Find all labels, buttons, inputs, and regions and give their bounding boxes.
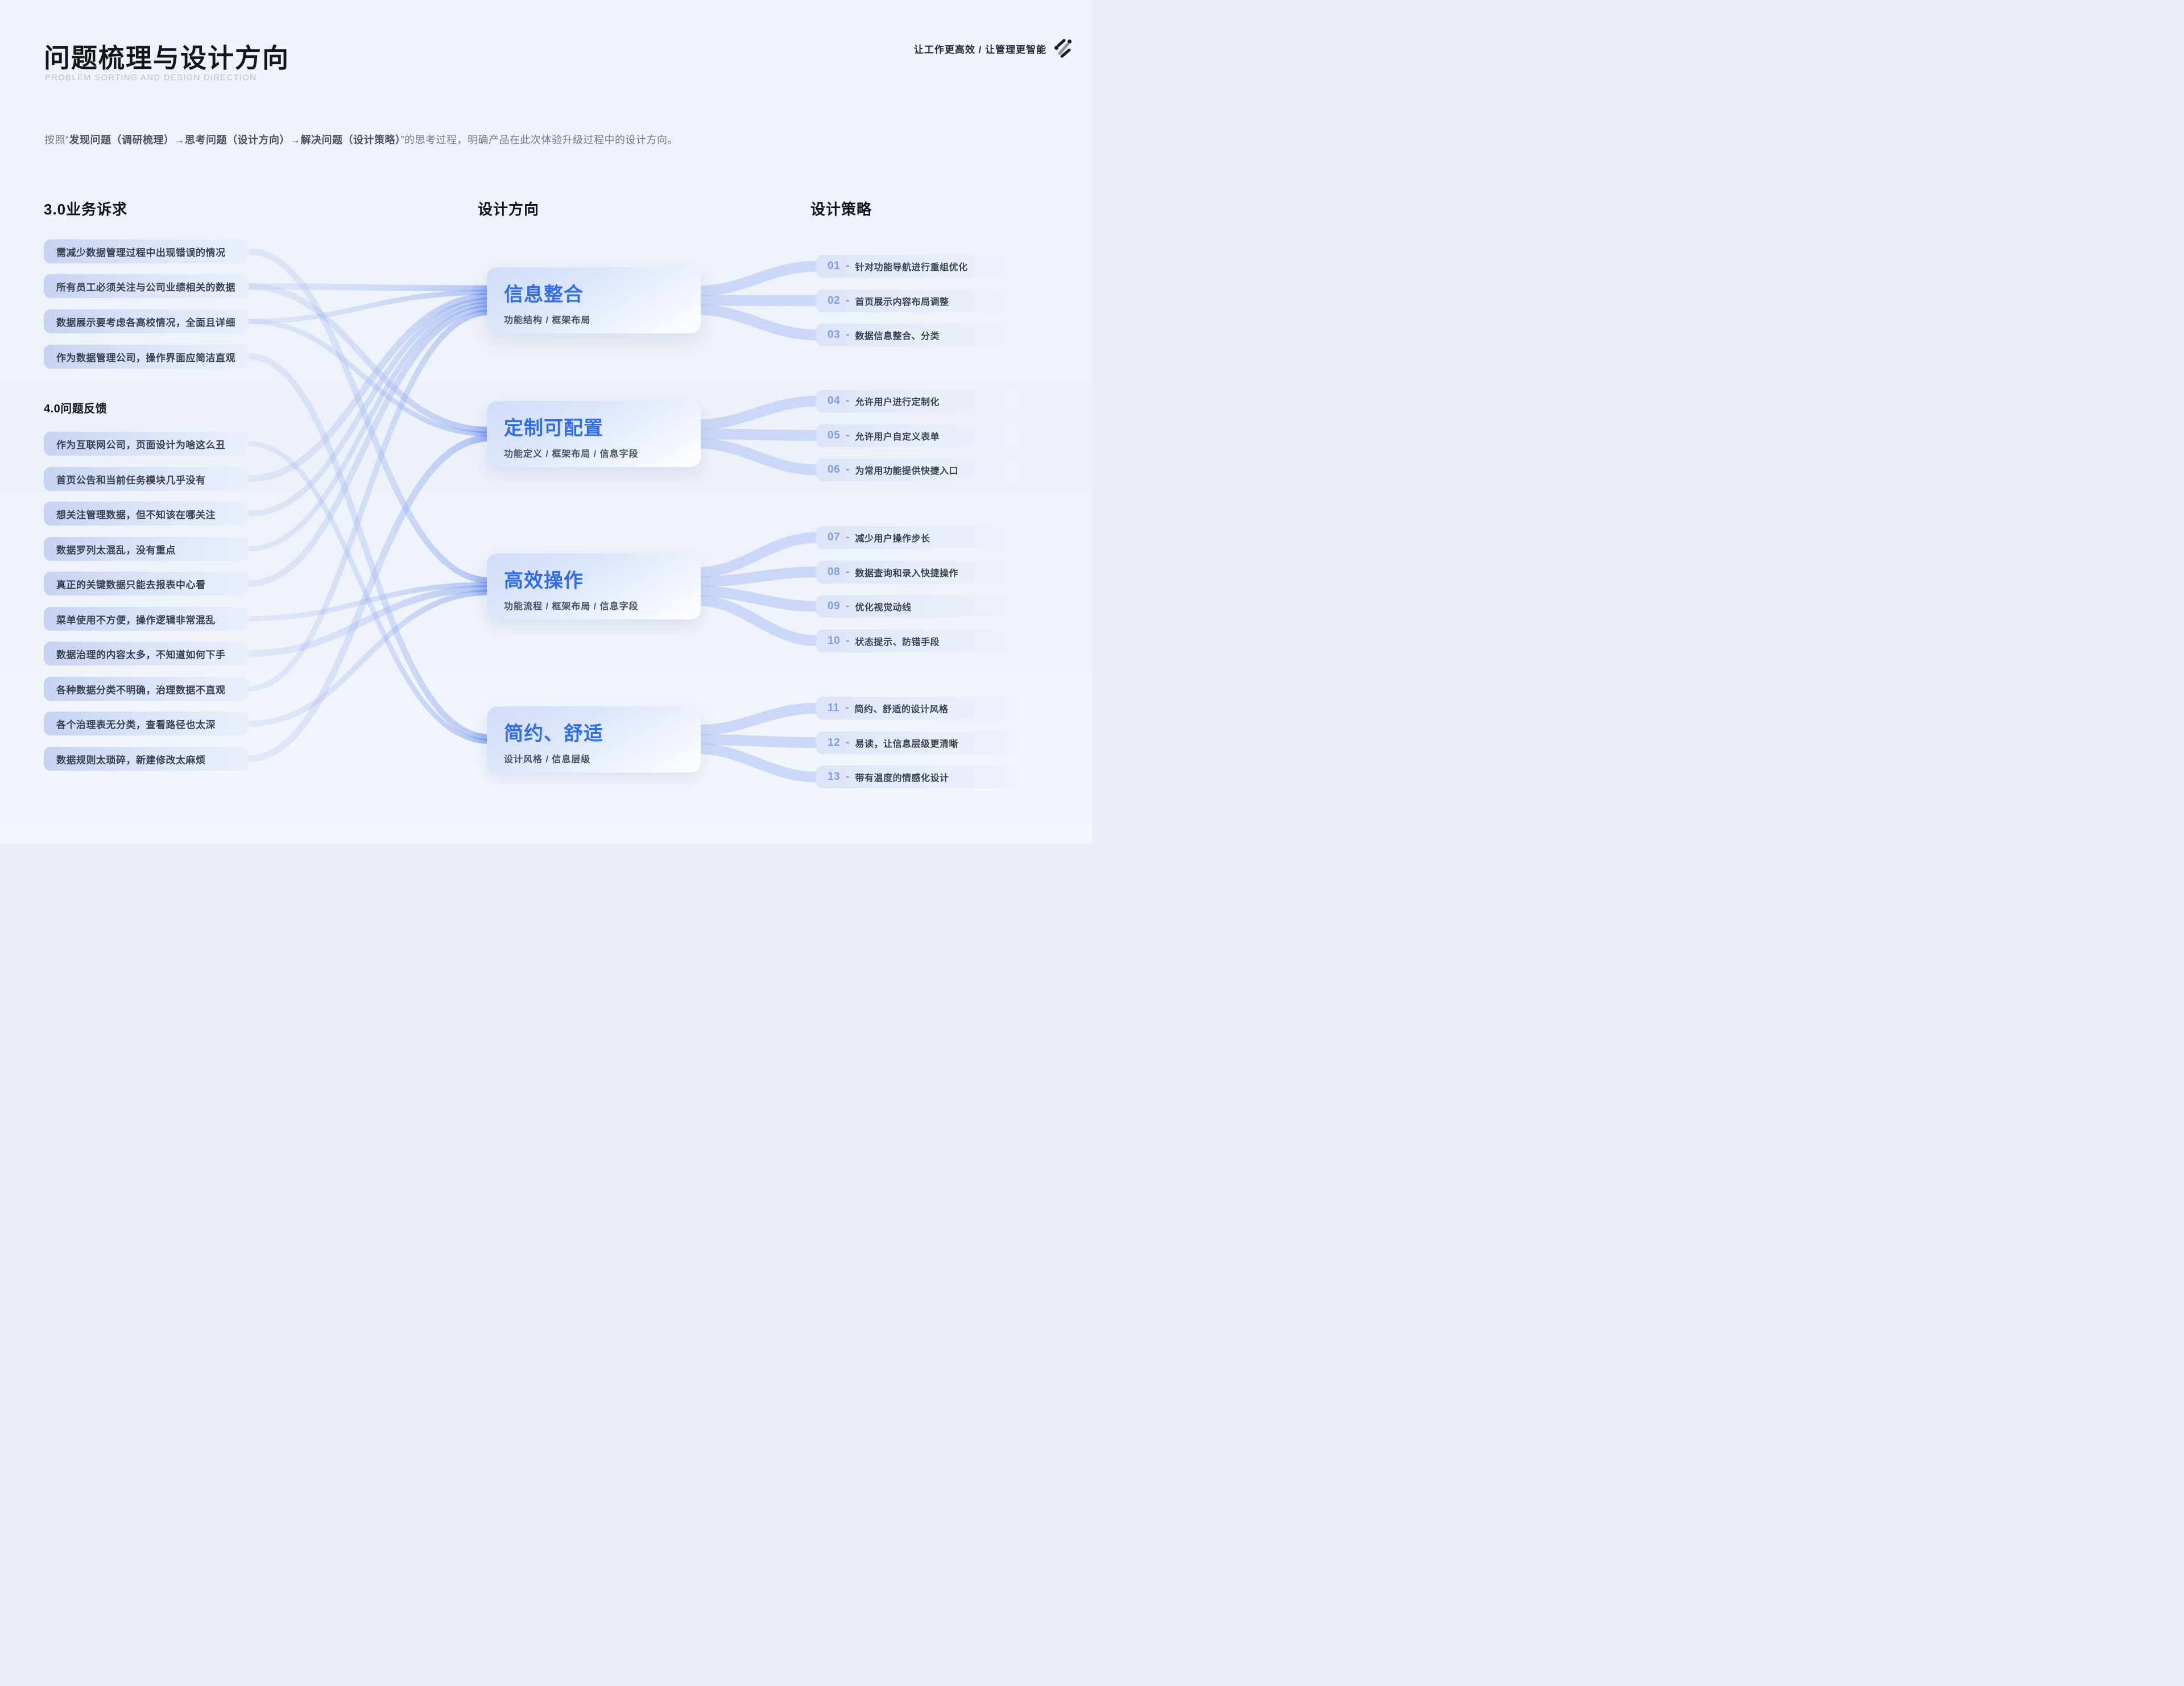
strategy-column-title: 设计策略 xyxy=(810,201,872,218)
direction-column-title: 设计方向 xyxy=(478,201,540,218)
strategy-item: 10-状态提示、防错手段 xyxy=(816,630,1019,652)
feedback-item: 数据规则太琐碎，新建修改太麻烦 xyxy=(44,747,249,771)
business-demand-item: 数据展示要考虑各高校情况，全面且详细 xyxy=(44,309,249,333)
business-demand-item: 作为数据管理公司，操作界面应简洁直观 xyxy=(44,345,249,369)
business-demand-item: 需减少数据管理过程中出现错误的情况 xyxy=(44,239,249,263)
dots-link-logo-icon xyxy=(1054,39,1072,58)
strategy-item: 05-允许用户自定义表单 xyxy=(816,424,1019,447)
intro-paragraph: 按照“发现问题（调研梳理）→思考问题（设计方向）→解决问题（设计策略）”的思考过… xyxy=(44,134,678,146)
business-demand-item: 所有员工必须关注与公司业绩相关的数据 xyxy=(44,274,249,298)
feedback-item: 真正的关键数据只能去报表中心看 xyxy=(44,572,249,596)
strategy-item: 01-针对功能导航进行重组优化 xyxy=(816,255,1019,278)
strategy-item: 06-为常用功能提供快捷入口 xyxy=(816,458,1019,481)
page-subtitle: PROBLEM SORTING AND DESIGN DIRECTION xyxy=(45,73,257,82)
feedback-section-title: 4.0问题反馈 xyxy=(44,403,107,415)
feedback-item: 各种数据分类不明确，治理数据不直观 xyxy=(44,677,249,701)
strategy-item: 02-首页展示内容布局调整 xyxy=(816,290,1019,312)
direction-card-customizable: 定制可配置 功能定义 / 框架布局 / 信息字段 xyxy=(487,401,701,467)
feedback-item: 各个治理表无分类，查看路径也太深 xyxy=(44,712,249,735)
strategy-item: 11-简约、舒适的设计风格 xyxy=(816,697,1019,720)
feedback-item: 作为互联网公司，页面设计为啥这么丑 xyxy=(44,432,249,456)
infographic-canvas: 问题梳理与设计方向 PROBLEM SORTING AND DESIGN DIR… xyxy=(0,0,1092,843)
direction-card-simple-comfortable: 简约、舒适 设计风格 / 信息层级 xyxy=(487,706,701,772)
strategy-item: 08-数据查询和录入快捷操作 xyxy=(816,561,1019,584)
strategy-item: 04-允许用户进行定制化 xyxy=(816,390,1019,412)
strategy-item: 03-数据信息整合、分类 xyxy=(816,324,1019,346)
connection-ribbons xyxy=(248,248,818,783)
strategy-item: 07-减少用户操作步长 xyxy=(816,526,1019,549)
feedback-item: 数据治理的内容太多，不知道如何下手 xyxy=(44,642,249,666)
page-title: 问题梳理与设计方向 xyxy=(44,43,289,73)
tagline-text: 让工作更高效 / 让管理更智能 xyxy=(913,44,1046,55)
direction-card-info-integration: 信息整合 功能结构 / 框架布局 xyxy=(487,267,701,333)
feedback-item: 菜单使用不方便，操作逻辑非常混乱 xyxy=(44,607,249,631)
feedback-item: 首页公告和当前任务模块几乎没有 xyxy=(44,467,249,491)
strategy-item: 12-易读，让信息层级更清晰 xyxy=(816,732,1019,754)
feedback-item: 数据罗列太混乱，没有重点 xyxy=(44,537,249,561)
direction-card-efficient-operation: 高效操作 功能流程 / 框架布局 / 信息字段 xyxy=(487,553,701,619)
header-tagline-group: 让工作更高效 / 让管理更智能 xyxy=(914,39,1072,58)
feedback-item: 想关注管理数据，但不知该在哪关注 xyxy=(44,502,249,526)
strategy-item: 13-带有温度的情感化设计 xyxy=(816,766,1019,788)
left-column-title: 3.0业务诉求 xyxy=(44,201,128,218)
strategy-item: 09-优化视觉动线 xyxy=(816,595,1019,618)
